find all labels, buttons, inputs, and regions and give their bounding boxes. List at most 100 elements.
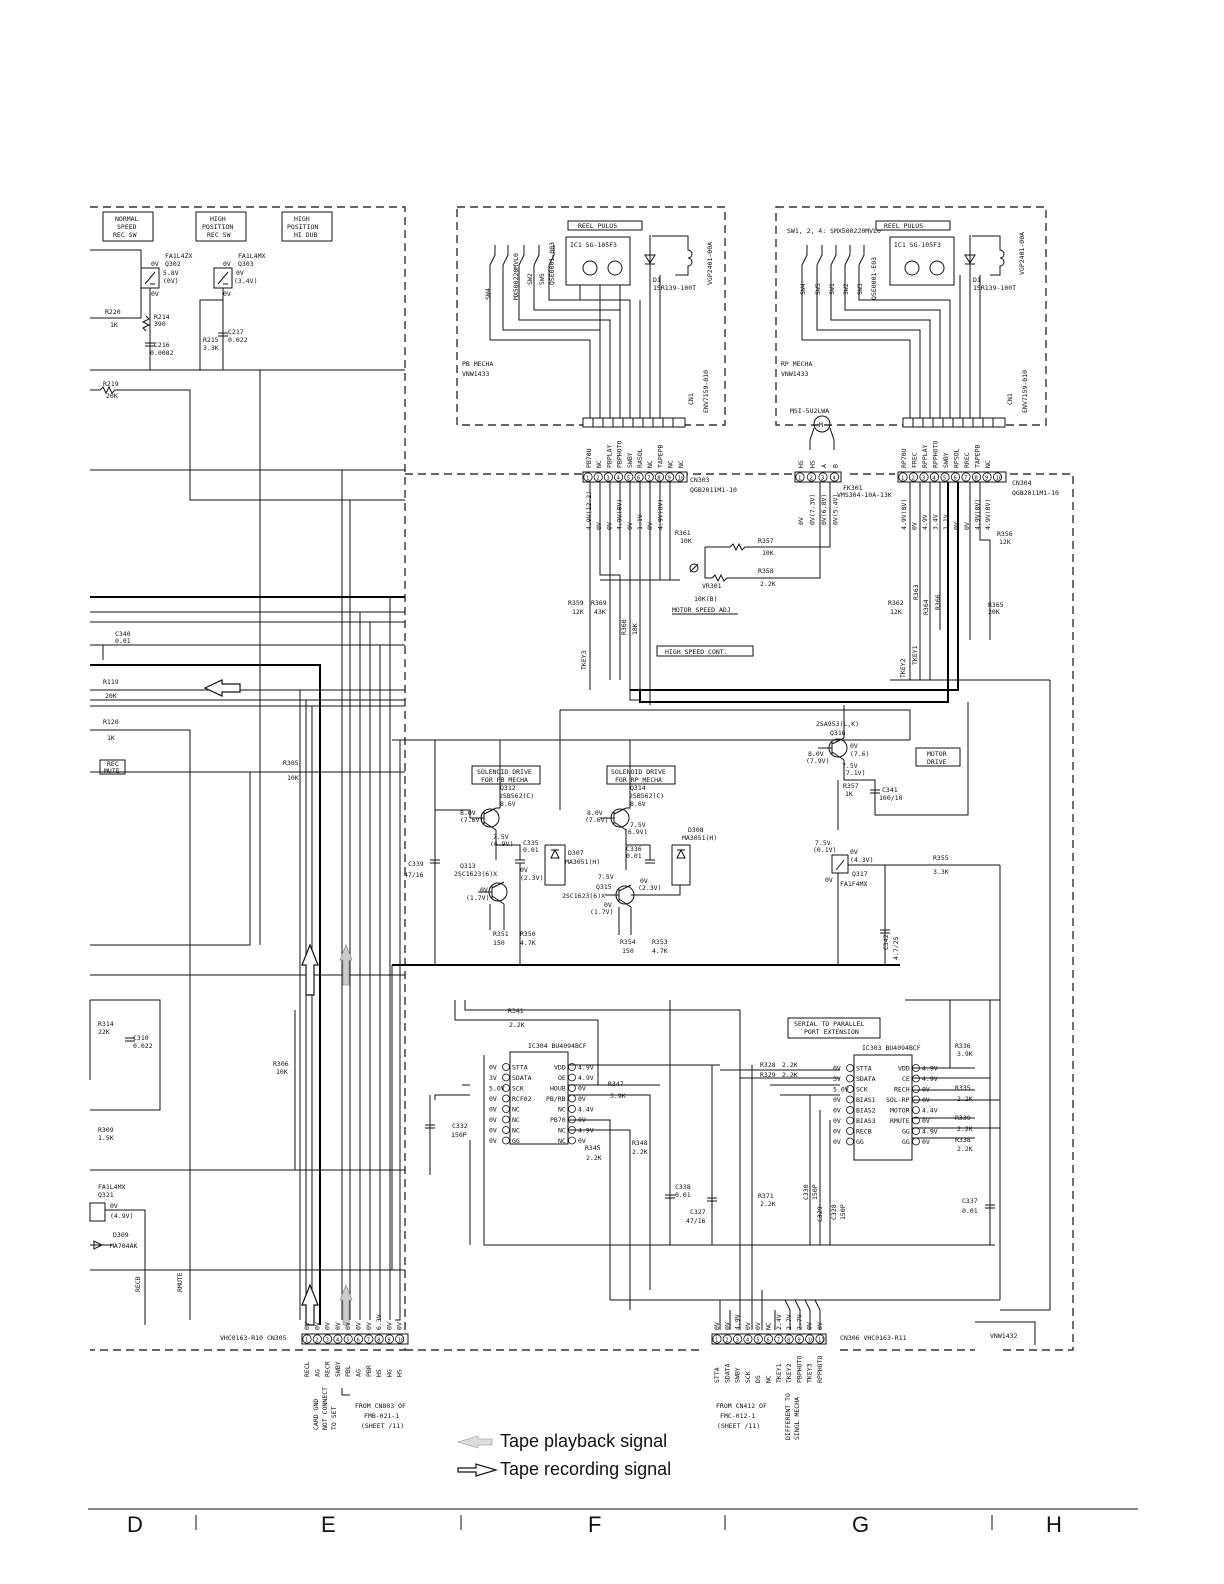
cn305-pin (302, 1334, 312, 1344)
q321-v2: (4.9V) (110, 1212, 133, 1220)
cn304-voltage: 0V (963, 522, 971, 530)
d308-label: D308 (688, 826, 704, 834)
cn305-pin (364, 1334, 374, 1344)
r329-value: 2.2K (782, 1071, 798, 1079)
r362-label: R362 (888, 599, 904, 607)
q302-label: FA1L4ZX (165, 252, 192, 260)
serial-parallel-2: PORT EXTENSION (804, 1028, 859, 1036)
cn304-pin (908, 472, 919, 482)
fk301-pin-number: 4 (833, 475, 837, 481)
cn303-voltage: 0V (595, 522, 603, 530)
cn303-pin-number: 7 (647, 475, 650, 481)
r357b-value: 10K (762, 549, 774, 557)
motor-m: M (819, 421, 823, 429)
cn306-pin (774, 1334, 784, 1344)
ic304-right-pin-voltage: 0V (578, 1137, 586, 1145)
c332-value: 150P (451, 1131, 467, 1139)
ic303-left-pin (846, 1137, 854, 1146)
ic303-right-pin-voltage: 0V (922, 1117, 930, 1125)
cn305-pin (374, 1334, 384, 1344)
cn304-signal: RPPHOTO (932, 441, 940, 468)
hi-dub-label-2: POSITION (287, 223, 318, 231)
cn304-pin-number: 6 (954, 475, 957, 481)
cn306-voltage: 0V (723, 1322, 731, 1330)
r364-label: R364 (922, 599, 930, 615)
sw2-rp: SW2 (842, 283, 850, 295)
cn306-voltage: 2.7V (795, 1314, 803, 1330)
c341-value: 100/10 (879, 794, 903, 802)
zone-e: E (321, 1512, 336, 1537)
ic303-left-pin (846, 1064, 854, 1072)
normal-speed-label-1: NORMAL (115, 215, 139, 223)
d1-rp-label: D1 (973, 276, 981, 284)
cn304-pin (982, 472, 992, 482)
ic304-block: IC304 BU4094BCF STTA0VSDATA3VSCK5.0VRCF0… (425, 1000, 995, 1310)
cn306-signal: TKEY2 (785, 1363, 793, 1383)
ic304-left-pin-voltage: 5.0V (489, 1084, 505, 1092)
q312-v2: 8.0V (460, 809, 476, 817)
ic304-left-pin (502, 1094, 510, 1103)
cn303-label: CN303 (690, 476, 710, 484)
zone-bar: D E F G H (88, 1508, 1138, 1537)
cn306-pin-number: 6 (767, 1337, 770, 1343)
from-cn412-2: FMC-012-1 (720, 1412, 755, 1420)
ic304-right-pin (568, 1094, 576, 1103)
r328-label: R328 (760, 1061, 776, 1069)
cn303-voltage: 4.9V(12.2) (585, 491, 593, 530)
cn306-pin (794, 1334, 805, 1344)
ic304-right-pin-voltage: 4.9V (578, 1074, 594, 1082)
cn305-pin-number: 1 (305, 1337, 308, 1343)
cn305-signal: AG (313, 1369, 321, 1377)
cn304-pin (919, 472, 929, 482)
ic303-right-pin-name: VDD (898, 1064, 910, 1072)
cn304-voltage: 4.9V(0V) (984, 499, 992, 530)
cn306-pin (712, 1334, 722, 1344)
cn305-signal: AG (355, 1369, 363, 1377)
r357-value: 1K (845, 790, 853, 798)
cn304-pin (940, 472, 950, 482)
ic1-pb: IC1 SG-105F3 (570, 241, 617, 249)
q313-label: Q313 (460, 862, 476, 870)
vr301-label: VR301 (702, 582, 722, 590)
q302-v1: 0V (151, 260, 159, 268)
cn304-signal: RPPLAY (921, 444, 929, 468)
cn305-voltage: 0V (334, 1322, 342, 1330)
cn305-voltage: 0V (365, 1322, 373, 1330)
cn306-voltage: 0V (744, 1322, 752, 1330)
cn306-pin (763, 1334, 774, 1344)
cn1-rp-value: ENV7159-010 (1021, 370, 1029, 413)
cn304-signal: RREC (963, 452, 971, 468)
d309-label: D309 (113, 1231, 129, 1239)
r365-label: R365 (988, 601, 1004, 609)
ic303-left-pin-name: BIAS1 (856, 1096, 876, 1104)
high-position-label-1: HIGH (210, 215, 226, 223)
motor-speed-adj: MOTOR SPEED ADJ (672, 606, 731, 614)
q316-label: 2SA953(L,K) (816, 720, 859, 728)
ic303-right-pin-name: MOTOR (890, 1106, 910, 1114)
cn303-pin-number: 3 (606, 475, 609, 481)
ic303-left-pin-name: RECB (856, 1127, 872, 1135)
ic303-right-pin-name: GG (902, 1138, 910, 1146)
switch-label-boxes: NORMAL SPEED REC SW HIGH POSITION REC SW… (102, 211, 333, 242)
cn306-voltage: 0V (713, 1322, 721, 1330)
cn306-pin-number: 11 (818, 1337, 825, 1343)
fk301-voltage: 0V(5.4V) (832, 494, 840, 525)
ic304-left-pin (502, 1105, 510, 1113)
fk301-voltage: 0V(6.8V) (820, 494, 828, 525)
ic303-left-pin-voltage: 0V (833, 1138, 841, 1146)
zone-g: G (852, 1512, 869, 1537)
ic304-label: IC304 BU4094BCF (528, 1042, 587, 1050)
ic303-right-pin (912, 1137, 920, 1146)
motor-block: MSI-5U2LWA M (790, 407, 835, 450)
ic303-left-pin (846, 1085, 854, 1093)
d309-value: MA704AK (110, 1242, 137, 1250)
high-speed-cont: HIGH SPEED CONT. (665, 648, 728, 656)
cn303-signal: NC (646, 460, 654, 468)
q317-v2: (0.1V) (813, 846, 836, 854)
q313-v3: 0V (520, 866, 528, 874)
sw-pb-part: MX500220MVL0 (512, 253, 520, 300)
cn306-voltage: 2.7V (785, 1314, 793, 1330)
normal-speed-label-3: REC SW (113, 231, 137, 239)
fk301-signal: A (820, 464, 828, 468)
